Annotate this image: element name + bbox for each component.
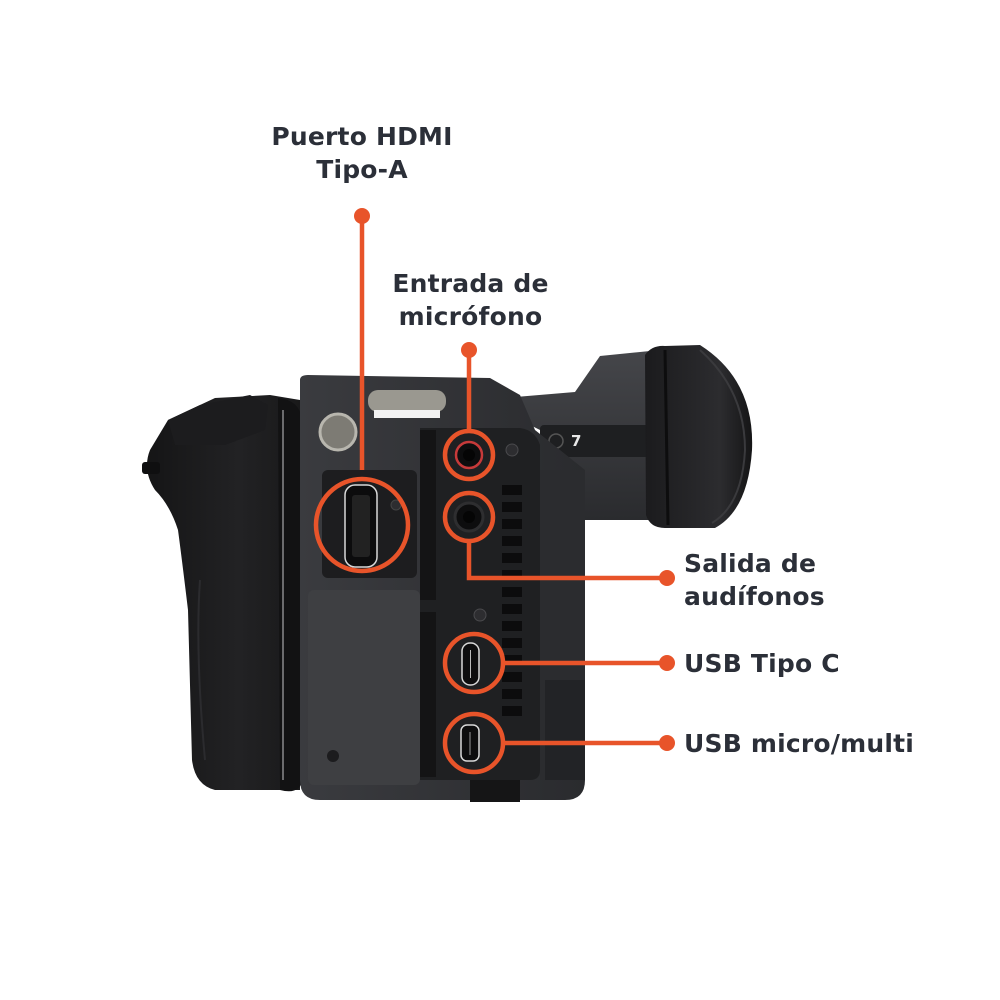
hdmi-callout-dot xyxy=(354,208,370,224)
camera-grip xyxy=(142,395,302,792)
headphones-label-line2: audífonos xyxy=(684,582,825,611)
usb-micro-callout-dot xyxy=(659,735,675,751)
usb-c-callout-label: USB Tipo C xyxy=(684,647,840,680)
callout-lines xyxy=(313,216,667,775)
mic-label-line2: micrófono xyxy=(398,302,543,331)
viewfinder-marking: 7 xyxy=(571,432,582,450)
usb-c-callout-dot xyxy=(659,655,675,671)
headphones-label-line1: Salida de xyxy=(684,549,817,578)
mic-label-line1: Entrada de xyxy=(392,269,549,298)
mic-callout-label: Entrada de micrófono xyxy=(378,267,563,333)
viewfinder xyxy=(480,345,753,528)
mic-highlight-ring xyxy=(442,428,496,482)
hdmi-highlight-ring xyxy=(313,476,411,574)
callout-dots xyxy=(354,208,675,751)
camera-body xyxy=(300,375,585,802)
usb-c-label: USB Tipo C xyxy=(684,649,840,678)
headphones-callout-label: Salida de audífonos xyxy=(684,547,825,613)
hdmi-label-line2: Tipo-A xyxy=(316,155,408,184)
headphones-callout-dot xyxy=(659,570,675,586)
usb-micro-label: USB micro/multi xyxy=(684,729,915,758)
usb-micro-callout-label: USB micro/multi xyxy=(684,727,914,760)
headphones-leader-line xyxy=(466,541,667,581)
mic-callout-dot xyxy=(461,342,477,358)
hdmi-label-line1: Puerto HDMI xyxy=(271,122,453,151)
hdmi-callout-label: Puerto HDMI Tipo-A xyxy=(262,120,462,186)
